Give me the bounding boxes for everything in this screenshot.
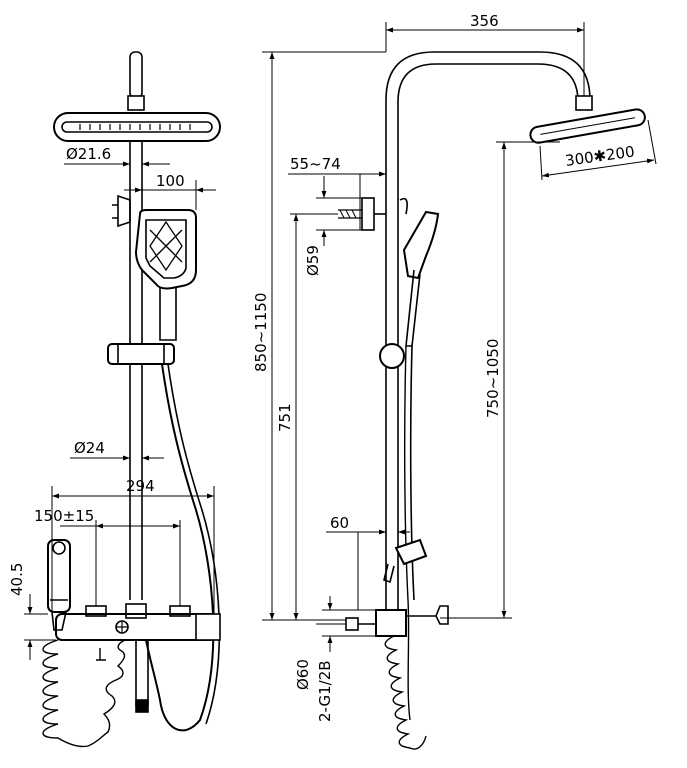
- side-bidet-spray: [383, 538, 428, 584]
- side-slider: [379, 343, 405, 369]
- front-top-pipe: [129, 51, 143, 99]
- side-riser-arm: [385, 51, 591, 620]
- dim-height-40-5: 40.5: [8, 563, 26, 596]
- front-mixer-body: [55, 603, 221, 641]
- side-mixer-body: [345, 605, 449, 637]
- front-slider: [107, 343, 175, 365]
- dim-height-751: 751: [276, 403, 294, 432]
- dim-diameter-24: Ø24: [74, 439, 105, 457]
- side-coiled-hose: [384, 635, 427, 750]
- front-rain-shower-head: [53, 112, 221, 142]
- side-dimensions: [262, 22, 657, 652]
- front-spout-end: [135, 699, 149, 713]
- front-spout-pipe: [135, 640, 149, 706]
- side-hose: [403, 345, 411, 721]
- dim-diameter-60: Ø60: [294, 659, 312, 690]
- dim-width-356: 356: [470, 12, 499, 30]
- front-top-nut: [127, 95, 145, 111]
- side-wall-bracket: [338, 197, 386, 231]
- front-top-bracket: [112, 194, 131, 228]
- dim-width-150-15: 150±15: [34, 507, 94, 525]
- dim-height-750-1050: 750~1050: [484, 339, 502, 418]
- front-hose: [145, 363, 215, 732]
- front-hand-shower: [134, 209, 197, 341]
- dim-head-300-200: 300✱200: [564, 142, 636, 170]
- dim-width-294: 294: [126, 477, 155, 495]
- dim-height-850-1150: 850~1150: [252, 293, 270, 372]
- front-view: [42, 51, 221, 748]
- dimension-labels: Ø21.6 100 Ø24 294 150±15 40.5 356 55~74 …: [8, 12, 636, 722]
- side-head-nut: [575, 95, 593, 111]
- side-view: [338, 51, 646, 750]
- side-rain-shower-head: [529, 108, 646, 144]
- dim-offset-60: 60: [330, 514, 349, 532]
- front-bidet-spray: [47, 539, 71, 631]
- front-coiled-hose: [42, 638, 131, 748]
- dim-offset-55-74: 55~74: [290, 155, 341, 173]
- dim-thread-2-g1-2b: 2-G1/2B: [316, 660, 334, 722]
- dim-diameter-59: Ø59: [304, 245, 322, 276]
- front-riser-pipe: [129, 141, 143, 600]
- side-hand-shower: [399, 197, 440, 347]
- front-dimensions: [24, 150, 216, 660]
- dim-width-100: 100: [156, 172, 185, 190]
- dim-diameter-21-6: Ø21.6: [66, 145, 111, 163]
